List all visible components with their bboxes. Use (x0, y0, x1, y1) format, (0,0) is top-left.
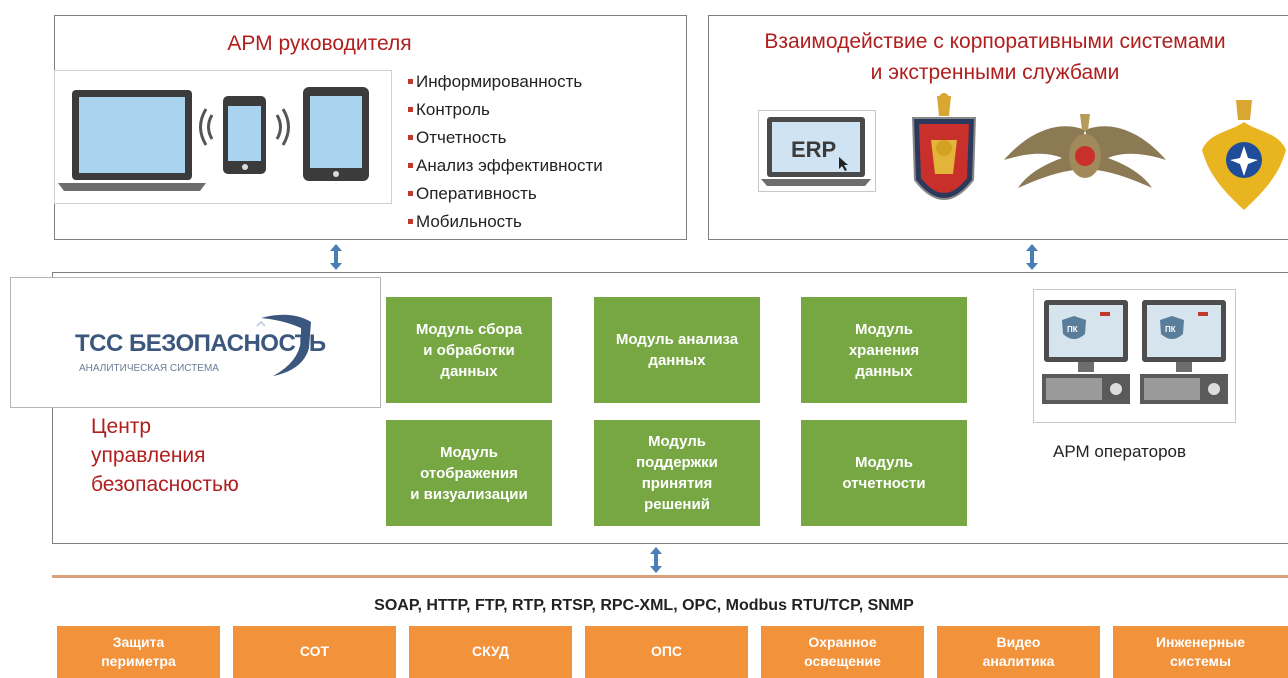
module-data-storage: Модуль хранения данных (801, 297, 967, 403)
control-center-title: Центр управления безопасностью (91, 415, 239, 496)
bus-line (52, 575, 1288, 578)
devices-svg (58, 87, 369, 191)
subsystem-video-analytics: Видео аналитика (937, 626, 1100, 678)
arm-manager-features: Информированность Контроль Отчетность Ан… (408, 68, 603, 236)
module-label: Модуль хранения данных (848, 320, 920, 380)
mvd-eagle-emblem-icon (1004, 114, 1166, 188)
shield-logo-icon (256, 314, 311, 376)
subsystem-security-lighting: Охранное освещение (761, 626, 924, 678)
operators-svg: ПК ПК (1042, 300, 1228, 404)
feature-item: Информированность (408, 68, 603, 96)
interaction-title-line1: Взаимодействие с корпоративными системам… (764, 30, 1226, 53)
subsystem-perimeter: Защита периметра (57, 626, 220, 678)
subsystem-sot: СОТ (233, 626, 396, 678)
subsystem-engineering: Инженерные системы (1113, 626, 1288, 678)
erp-system-illustration: ERP (758, 110, 876, 192)
feature-item: Отчетность (408, 124, 603, 152)
module-label: Модуль анализа данных (615, 331, 739, 369)
erp-svg: ERP (761, 117, 871, 186)
workstation-2-icon: ПК (1140, 300, 1228, 404)
operators-label: АРМ операторов (1053, 442, 1187, 461)
tablet-icon (303, 87, 369, 181)
operator-workstations-illustration: ПК ПК (1033, 289, 1236, 423)
module-data-collection: Модуль сбора и обработки данных (386, 297, 552, 403)
module-label: Модуль отчетности (842, 454, 926, 492)
connector-arrow-left (330, 244, 342, 270)
smartphone-icon (199, 96, 290, 174)
protocols-text: SOAP, HTTP, FTP, RTP, RTSP, RPC-XML, OPC… (374, 597, 914, 614)
module-data-analysis: Модуль анализа данных (594, 297, 760, 403)
feature-item: Мобильность (408, 208, 603, 236)
tss-logo-name: ТСС БЕЗОПАСНОСТЬ (75, 330, 326, 357)
interaction-panel: Взаимодействие с корпоративными системам… (708, 15, 1288, 240)
laptop-icon (58, 90, 206, 191)
module-label: Модуль поддержки принятия решений (636, 433, 718, 513)
subsystem-ops: ОПС (585, 626, 748, 678)
module-reporting: Модуль отчетности (801, 420, 967, 526)
feature-item: Оперативность (408, 180, 603, 208)
module-label: Модуль отображения и визуализации (410, 443, 528, 503)
connector-arrow-bottom (650, 547, 662, 573)
arm-manager-title: АРМ руководителя (227, 32, 412, 55)
screen-label: ПК (1067, 325, 1078, 334)
screen-label: ПК (1165, 325, 1176, 334)
feature-item: Анализ эффективности (408, 152, 603, 180)
tss-logo-box: ТСС БЕЗОПАСНОСТЬ АНАЛИТИЧЕСКАЯ СИСТЕМА (10, 277, 381, 408)
fsb-emblem-icon (911, 93, 977, 200)
subsystem-skud: СКУД (409, 626, 572, 678)
module-label: Модуль сбора и обработки данных (415, 320, 523, 380)
erp-label: ERP (791, 137, 836, 162)
tss-logo-subtitle: АНАЛИТИЧЕСКАЯ СИСТЕМА (79, 363, 219, 374)
workstation-1-icon: ПК (1042, 300, 1130, 404)
module-decision-support: Модуль поддержки принятия решений (594, 420, 760, 526)
module-visualization: Модуль отображения и визуализации (386, 420, 552, 526)
interaction-title-line2: и экстренными службами (870, 61, 1120, 84)
devices-illustration (54, 70, 392, 204)
mchs-emblem-icon (1202, 100, 1286, 210)
feature-item: Контроль (408, 96, 603, 124)
connector-arrow-right (1026, 244, 1038, 270)
